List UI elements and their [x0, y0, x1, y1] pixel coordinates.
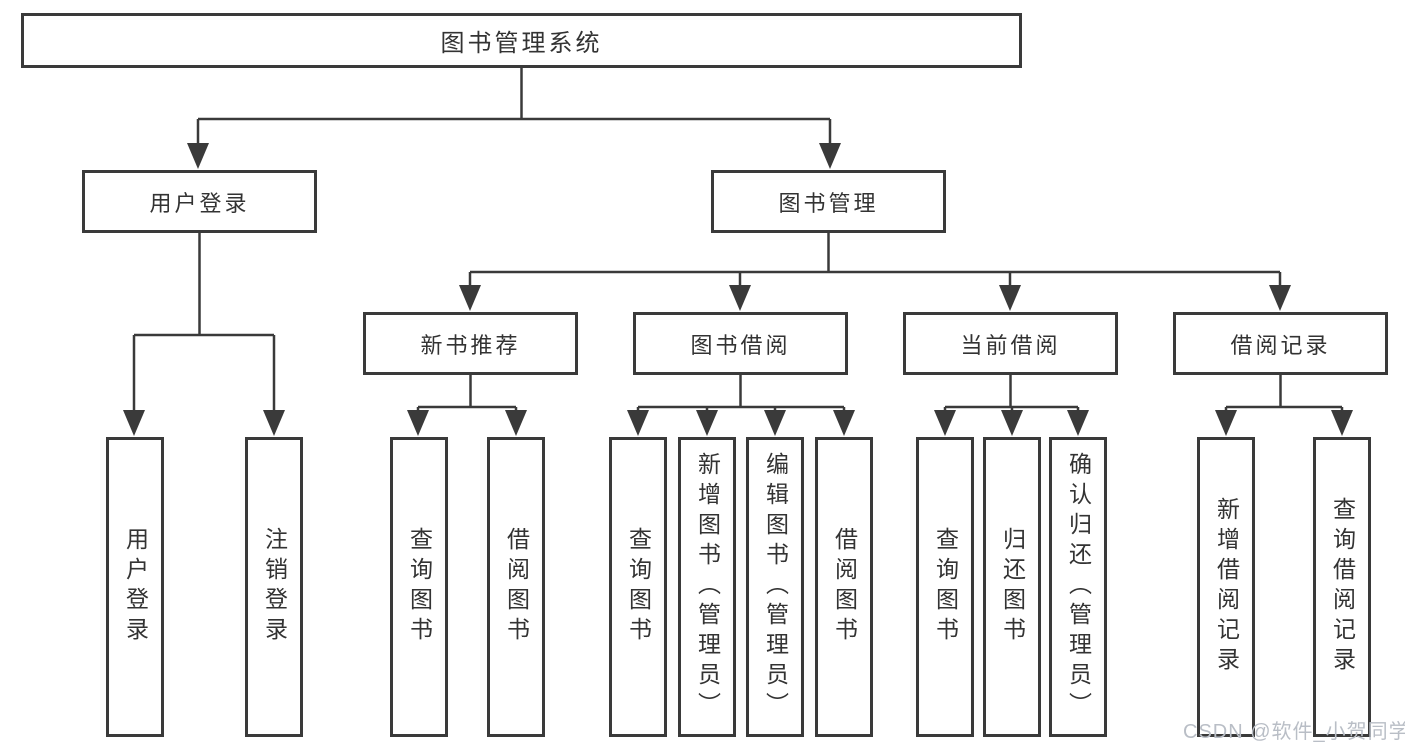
node-borrowing-records: 借阅记录 [1173, 312, 1388, 375]
leaf-borrow-books-recommend: 借阅图书 [487, 437, 545, 737]
connector-bookmgmt-to-level3 [459, 233, 1291, 311]
arrowhead [729, 285, 751, 311]
arrowhead [407, 410, 429, 436]
connector-userlogin-to-leaves [123, 233, 285, 436]
leaf-user-login: 用户登录 [106, 437, 164, 737]
leaf-query-borrow-record: 查询借阅记录 [1313, 437, 1371, 737]
leaf-query-books-borrow: 查询图书 [609, 437, 667, 737]
node-book-borrowing: 图书借阅 [633, 312, 848, 375]
connector-root-to-level2 [187, 68, 841, 169]
connector-newbooks-to-leaves [407, 375, 527, 436]
node-book-management: 图书管理 [711, 170, 946, 233]
arrowhead [819, 143, 841, 169]
leaf-return-books: 归还图书 [983, 437, 1041, 737]
leaf-add-borrow-record: 新增借阅记录 [1197, 437, 1255, 737]
connector-currentborrow-to-leaves [934, 375, 1089, 436]
node-library-system: 图书管理系统 [21, 13, 1022, 68]
arrowhead [1331, 410, 1353, 436]
arrowhead [999, 285, 1021, 311]
arrowhead [627, 410, 649, 436]
csdn-watermark: CSDN @软件_小贺同学 [1183, 721, 1405, 743]
arrowhead [764, 410, 786, 436]
leaf-query-books-recommend: 查询图书 [390, 437, 448, 737]
arrowhead [505, 410, 527, 436]
arrowhead [1001, 410, 1023, 436]
arrowhead [1269, 285, 1291, 311]
leaf-logout: 注销登录 [245, 437, 303, 737]
arrowhead [187, 143, 209, 169]
arrowhead [123, 410, 145, 436]
arrowhead [459, 285, 481, 311]
node-user-login: 用户登录 [82, 170, 317, 233]
arrowhead [1215, 410, 1237, 436]
leaf-edit-book-admin: 编辑图书（管理员） [746, 437, 804, 737]
arrowhead [1067, 410, 1089, 436]
node-new-book-recommend: 新书推荐 [363, 312, 578, 375]
leaf-confirm-return-admin: 确认归还（管理员） [1049, 437, 1107, 737]
node-current-borrowing: 当前借阅 [903, 312, 1118, 375]
connector-bookborrow-to-leaves [627, 375, 855, 436]
arrowhead [696, 410, 718, 436]
leaf-query-books-current: 查询图书 [916, 437, 974, 737]
arrowhead [934, 410, 956, 436]
connector-records-to-leaves [1215, 375, 1353, 436]
leaf-add-book-admin: 新增图书（管理员） [678, 437, 736, 737]
arrowhead [833, 410, 855, 436]
arrowhead [263, 410, 285, 436]
leaf-borrow-books: 借阅图书 [815, 437, 873, 737]
